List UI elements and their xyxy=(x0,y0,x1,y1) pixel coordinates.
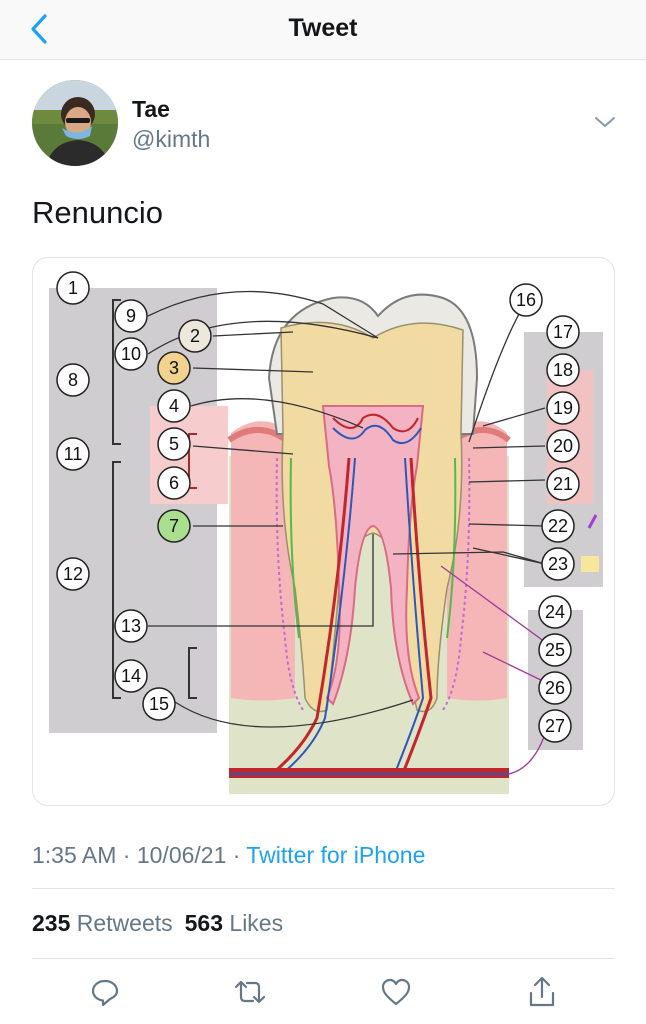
svg-text:7: 7 xyxy=(169,516,179,536)
diagram-label-5: 5 xyxy=(157,427,191,461)
chevron-down-icon xyxy=(595,117,615,127)
diagram-label-10: 10 xyxy=(114,337,148,371)
diagram-label-4: 4 xyxy=(157,389,191,423)
retweets-label: Retweets xyxy=(76,910,173,936)
diagram-label-19: 19 xyxy=(546,391,580,425)
like-button[interactable] xyxy=(376,972,416,1012)
likes-stat[interactable]: 563 Likes xyxy=(185,910,283,936)
retweets-stat[interactable]: 235 Retweets xyxy=(32,910,173,936)
diagram-label-3: 3 xyxy=(157,351,191,385)
svg-text:22: 22 xyxy=(548,516,568,536)
divider xyxy=(32,958,615,959)
retweets-count: 235 xyxy=(32,910,71,936)
diagram-label-1: 1 xyxy=(56,271,90,305)
svg-text:6: 6 xyxy=(169,473,179,493)
tooth-diagram: 1234567891011121314151617181920212223242… xyxy=(49,271,603,794)
svg-text:26: 26 xyxy=(545,678,565,698)
svg-text:16: 16 xyxy=(516,290,536,310)
svg-text:4: 4 xyxy=(169,396,179,416)
page-title: Tweet xyxy=(288,14,358,42)
svg-text:3: 3 xyxy=(169,358,179,378)
tweet-source-link[interactable]: Twitter for iPhone xyxy=(246,842,426,868)
diagram-label-23: 23 xyxy=(541,547,575,581)
diagram-label-12: 12 xyxy=(56,557,90,591)
author-handle[interactable]: @kimth xyxy=(132,126,211,152)
tweet-stats: 235 Retweets 563 Likes xyxy=(32,910,283,937)
svg-text:11: 11 xyxy=(64,444,83,464)
svg-text:17: 17 xyxy=(553,322,573,342)
tweet-time: 1:35 AM xyxy=(32,842,117,868)
reply-button[interactable] xyxy=(85,972,125,1012)
diagram-label-26: 26 xyxy=(538,671,572,705)
tweet-action-bar xyxy=(0,972,646,1012)
share-button[interactable] xyxy=(522,972,562,1012)
divider xyxy=(32,888,615,889)
svg-text:14: 14 xyxy=(121,666,141,686)
tweet-author: Tae @kimth xyxy=(32,80,622,170)
diagram-label-2: 2 xyxy=(178,319,212,353)
avatar[interactable] xyxy=(32,80,118,166)
svg-text:20: 20 xyxy=(553,436,573,456)
svg-text:10: 10 xyxy=(121,344,141,364)
tweet-text: Renuncio xyxy=(32,195,163,230)
diagram-label-15: 15 xyxy=(142,687,176,721)
diagram-label-22: 22 xyxy=(541,509,575,543)
diagram-label-16: 16 xyxy=(509,283,543,317)
svg-text:25: 25 xyxy=(545,640,565,660)
likes-label: Likes xyxy=(229,910,284,936)
retweet-icon xyxy=(234,980,266,1004)
diagram-label-27: 27 xyxy=(538,709,572,743)
svg-text:19: 19 xyxy=(553,398,573,418)
diagram-label-17: 17 xyxy=(546,315,580,349)
meta-separator: · xyxy=(116,842,137,868)
heart-icon xyxy=(381,978,411,1006)
tweet-date: 10/06/21 xyxy=(136,842,227,868)
svg-text:9: 9 xyxy=(126,306,136,326)
svg-text:1: 1 xyxy=(68,278,78,298)
diagram-label-6: 6 xyxy=(157,466,191,500)
meta-separator: · xyxy=(226,842,247,868)
svg-text:13: 13 xyxy=(121,616,141,636)
diagram-label-21: 21 xyxy=(546,467,580,501)
diagram-label-20: 20 xyxy=(546,429,580,463)
diagram-label-9: 9 xyxy=(114,299,148,333)
svg-text:2: 2 xyxy=(190,326,200,346)
author-name[interactable]: Tae xyxy=(132,96,170,122)
svg-text:15: 15 xyxy=(149,694,169,714)
diagram-label-14: 14 xyxy=(114,659,148,693)
svg-text:23: 23 xyxy=(548,554,568,574)
likes-count: 563 xyxy=(184,910,224,936)
navigation-bar: Tweet xyxy=(0,0,646,60)
back-button[interactable] xyxy=(22,12,56,46)
svg-text:18: 18 xyxy=(553,360,573,380)
tweet-timestamp-line: 1:35 AM · 10/06/21 · Twitter for iPhone xyxy=(32,842,425,869)
retweet-button[interactable] xyxy=(230,972,270,1012)
svg-text:27: 27 xyxy=(545,716,565,736)
svg-text:8: 8 xyxy=(68,370,78,390)
chevron-left-icon xyxy=(31,14,47,44)
diagram-label-8: 8 xyxy=(56,363,90,397)
svg-text:5: 5 xyxy=(169,434,179,454)
share-icon xyxy=(529,976,555,1007)
svg-text:21: 21 xyxy=(553,474,573,494)
diagram-label-18: 18 xyxy=(546,353,580,387)
diagram-label-24: 24 xyxy=(538,595,572,629)
reply-icon xyxy=(91,979,119,1007)
more-options-button[interactable] xyxy=(592,112,618,132)
diagram-label-7: 7 xyxy=(157,509,191,543)
diagram-label-11: 11 xyxy=(56,437,90,471)
diagram-label-13: 13 xyxy=(114,609,148,643)
svg-text:24: 24 xyxy=(545,602,565,622)
diagram-label-25: 25 xyxy=(538,633,572,667)
svg-text:12: 12 xyxy=(63,564,83,584)
